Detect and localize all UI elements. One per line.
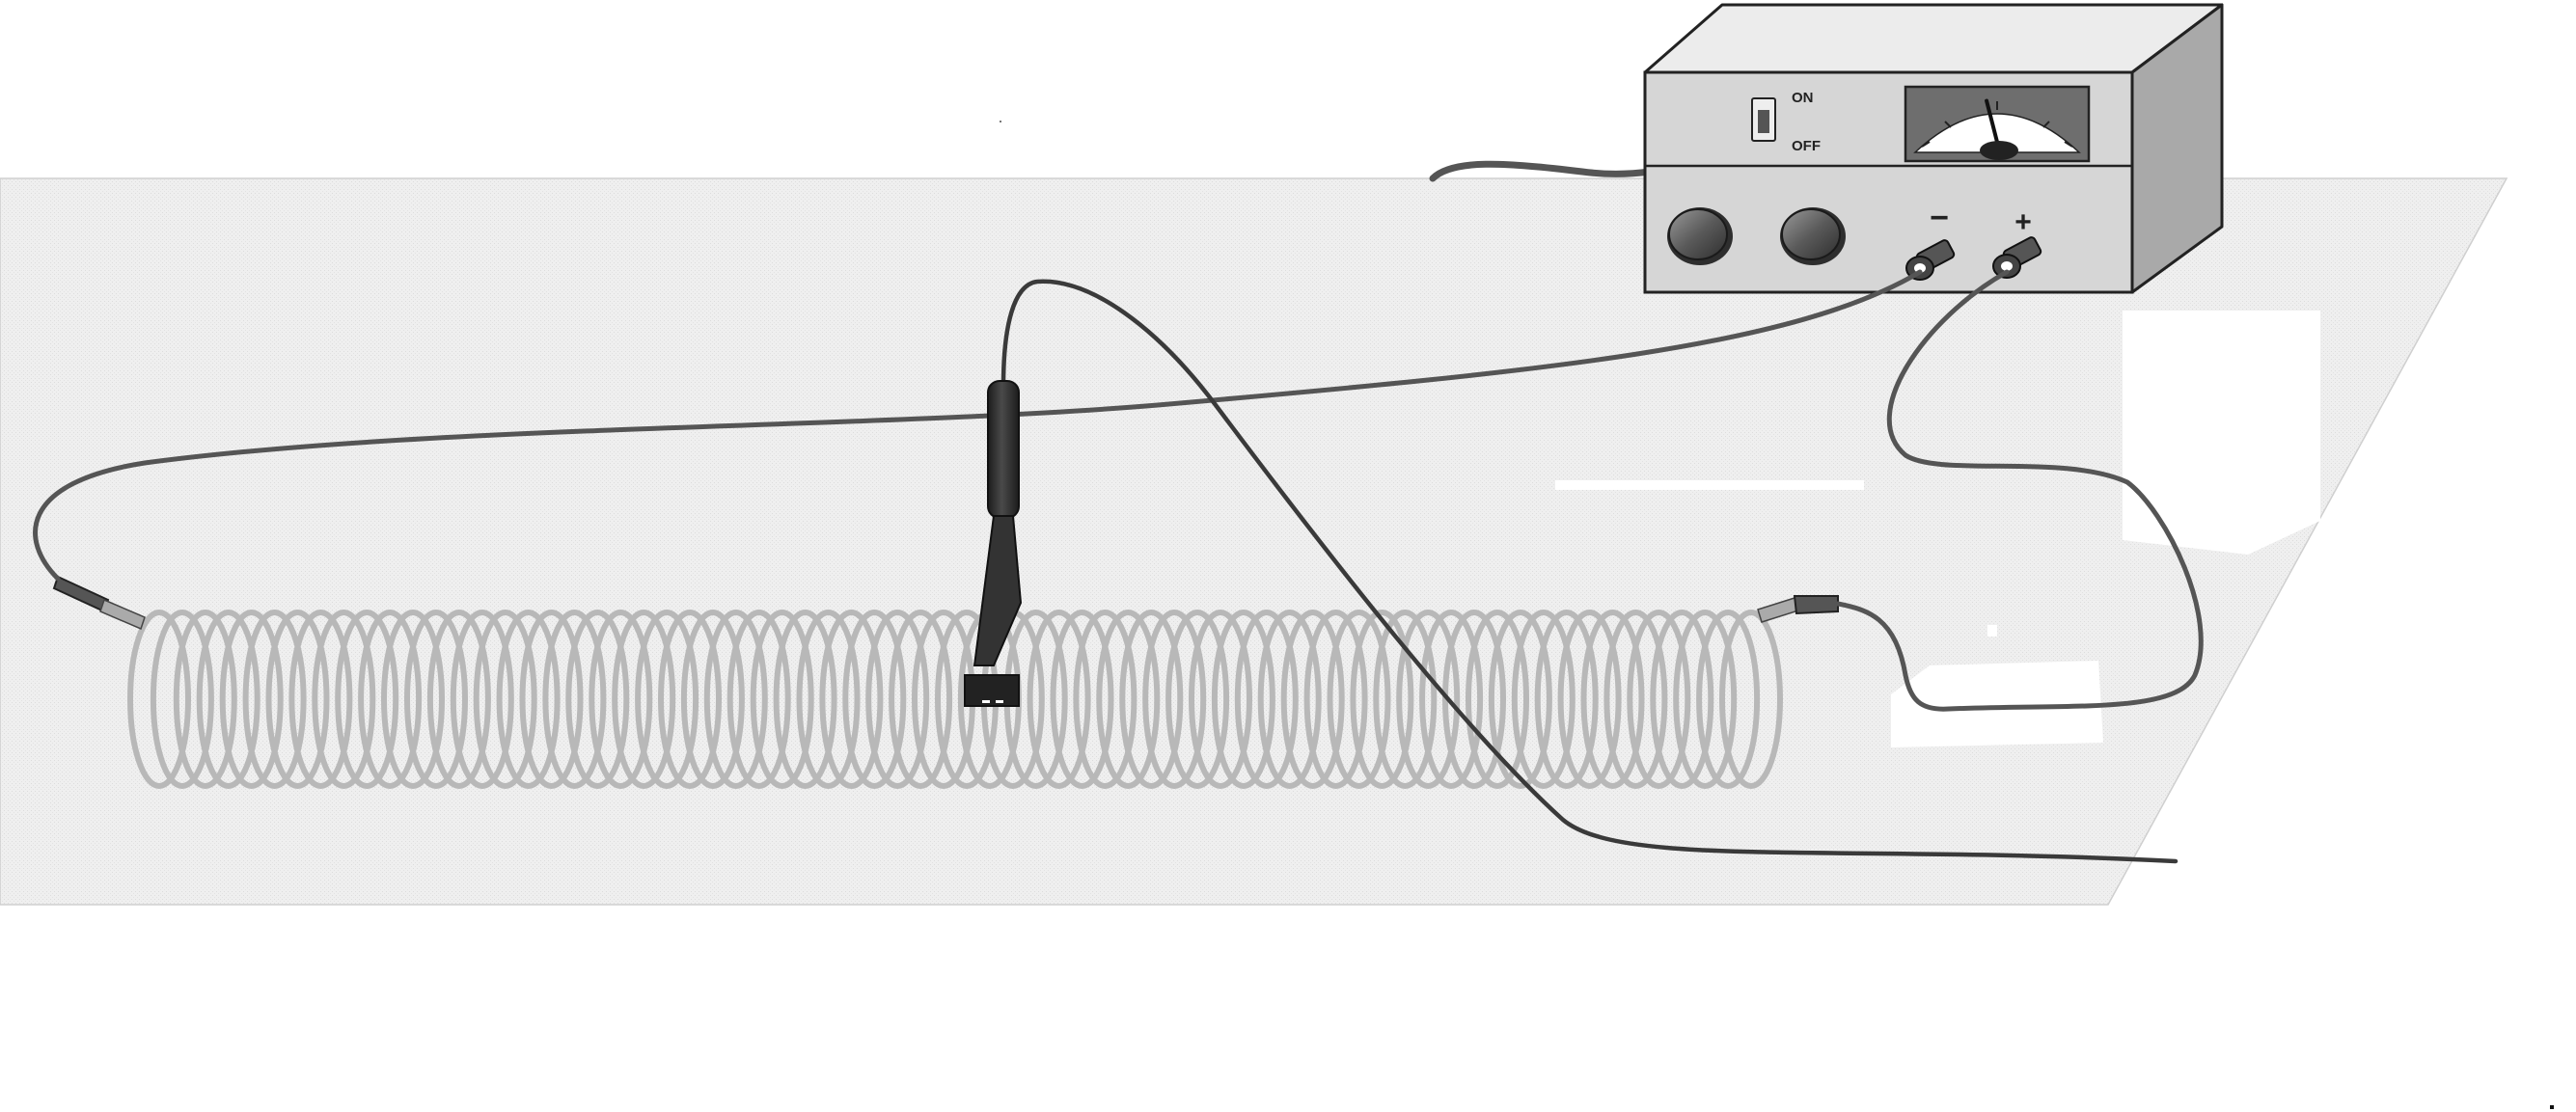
positive-terminal-label: + xyxy=(2014,206,2032,238)
coil-turn xyxy=(842,610,907,789)
coil-turn xyxy=(1511,610,1576,789)
coil-turn xyxy=(865,610,930,789)
coil-turn xyxy=(1603,610,1668,789)
coil-turn xyxy=(1534,610,1599,789)
coil-turn xyxy=(819,610,884,789)
positive-lead xyxy=(1835,269,2204,712)
coil-turn xyxy=(565,610,630,789)
coil-turn xyxy=(1165,610,1230,789)
dot-mark xyxy=(1000,121,1001,122)
coil-turn xyxy=(1096,610,1161,789)
coil-turn xyxy=(404,610,468,789)
coil-turn xyxy=(1580,610,1645,789)
switch-off-label: OFF xyxy=(1792,138,1821,154)
magnetic-field-probe xyxy=(964,380,1023,707)
coil-turn xyxy=(726,610,791,789)
coil-turn xyxy=(288,610,353,789)
coil-turn xyxy=(889,610,953,789)
coil-turn xyxy=(1488,610,1552,789)
coil-turn xyxy=(150,610,214,789)
coil-turn xyxy=(1627,610,1691,789)
coil-turn xyxy=(612,610,676,789)
coil-turn xyxy=(265,610,330,789)
coil-left-clip xyxy=(52,575,146,631)
coil-turn xyxy=(426,610,491,789)
coil-turn xyxy=(1442,610,1506,789)
table-highlights xyxy=(1555,311,2320,747)
negative-lead xyxy=(33,269,1923,582)
coil-turn xyxy=(335,610,399,789)
coil-turn xyxy=(1119,610,1184,789)
coil-turn xyxy=(796,610,861,789)
coil-turn xyxy=(1280,610,1345,789)
coil-turn xyxy=(1073,610,1137,789)
coil-turn xyxy=(542,610,607,789)
coil-turn xyxy=(450,610,514,789)
mains-cord xyxy=(1429,160,1654,182)
coil-turn xyxy=(635,610,699,789)
coil-turn xyxy=(1373,610,1438,789)
coil-turn xyxy=(219,610,284,789)
coil-turn xyxy=(1189,610,1252,789)
power-supply-top xyxy=(1643,3,2224,74)
coil-right-clip xyxy=(1757,595,1839,623)
coil-turn xyxy=(1211,610,1275,789)
coil-turn xyxy=(680,610,745,789)
solenoid-coil xyxy=(127,610,1783,789)
probe-cable xyxy=(1000,279,2179,864)
switch-on-label: ON xyxy=(1792,90,1814,106)
coil-turn xyxy=(1234,610,1299,789)
coil-turn xyxy=(1719,610,1783,789)
coil-turn xyxy=(473,610,537,789)
coil-turn xyxy=(1050,610,1114,789)
dot-mark xyxy=(2550,1105,2554,1109)
coil-turn xyxy=(1466,610,1529,789)
coil-turn xyxy=(1650,610,1714,789)
coil-turn xyxy=(1396,610,1461,789)
coil-turn xyxy=(658,610,722,789)
coil-turn xyxy=(1557,610,1622,789)
negative-terminal-label: − xyxy=(1930,200,1949,236)
coil-turn xyxy=(1673,610,1738,789)
coil-turn xyxy=(1327,610,1391,789)
analog-meter xyxy=(1904,85,2091,163)
coil-turn xyxy=(312,610,376,789)
coil-turn xyxy=(1419,610,1484,789)
coil-turn xyxy=(196,610,260,789)
control-knob[interactable] xyxy=(1667,207,1733,265)
coil-turn xyxy=(381,610,445,789)
coil-turn xyxy=(750,610,814,789)
coil-turn xyxy=(1303,610,1368,789)
control-knob[interactable] xyxy=(1780,207,1846,265)
coil-turn xyxy=(1257,610,1322,789)
coil-turn xyxy=(519,610,584,789)
positive-terminal[interactable] xyxy=(1992,236,2042,279)
coil-turn xyxy=(242,610,307,789)
coil-turn xyxy=(1696,610,1761,789)
coil-turn xyxy=(589,610,653,789)
coil-turn xyxy=(127,610,191,789)
coil-turn xyxy=(773,610,837,789)
coil-turn xyxy=(703,610,768,789)
coil-turn xyxy=(1027,610,1091,789)
coil-turn xyxy=(496,610,561,789)
coil-turn xyxy=(1142,610,1207,789)
coil-turn xyxy=(358,610,423,789)
coil-turn xyxy=(1350,610,1414,789)
coil-turn xyxy=(173,610,237,789)
power-supply: ON OFF − + xyxy=(1643,3,2224,294)
